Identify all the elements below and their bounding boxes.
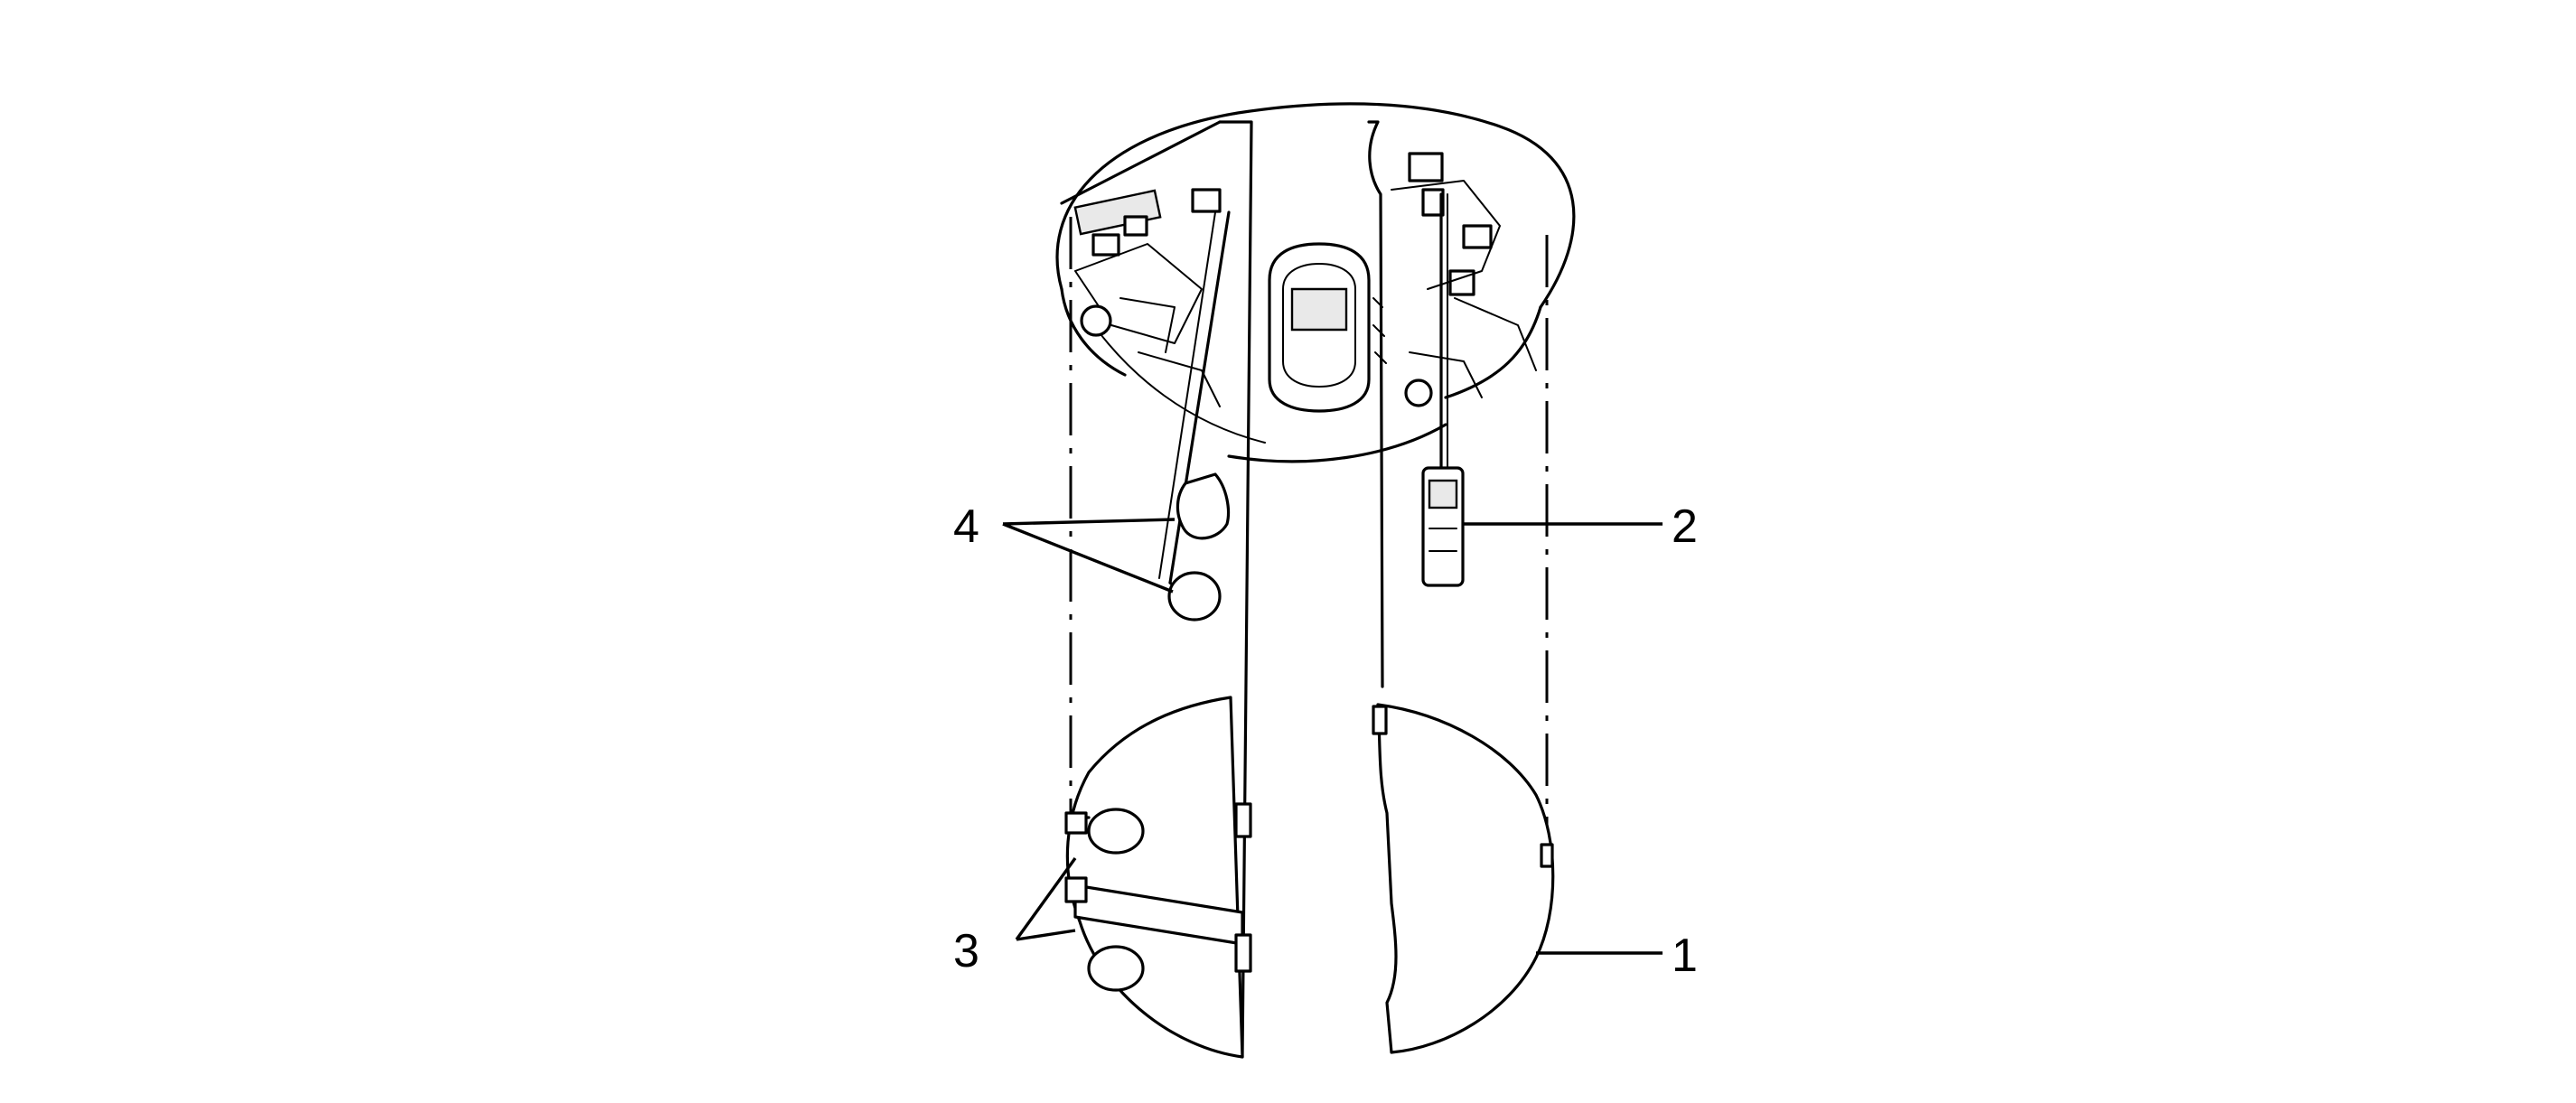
leader-4a [1002, 518, 1176, 526]
leader-lines [1002, 518, 1663, 955]
callout-3: 3 [953, 925, 979, 977]
insulator-upper [1087, 808, 1145, 855]
pad-lower [1167, 571, 1222, 622]
pad-upper [1176, 472, 1231, 540]
tank-right-shell [1367, 120, 1555, 1054]
leader-4b [1002, 522, 1174, 594]
callout-1: 1 [1672, 930, 1698, 982]
pump-module-interior [1073, 152, 1537, 413]
callout-4: 4 [953, 500, 979, 553]
tank-left-shell [1060, 120, 1253, 1059]
callout-2: 2 [1672, 500, 1698, 553]
fuel-level-sender [1421, 192, 1465, 587]
sender-pads [1158, 210, 1231, 622]
leader-3a [1015, 857, 1077, 940]
insulator-lower [1087, 945, 1145, 992]
tank-top-assembly [1055, 102, 1576, 463]
leader-3b [1016, 929, 1076, 941]
